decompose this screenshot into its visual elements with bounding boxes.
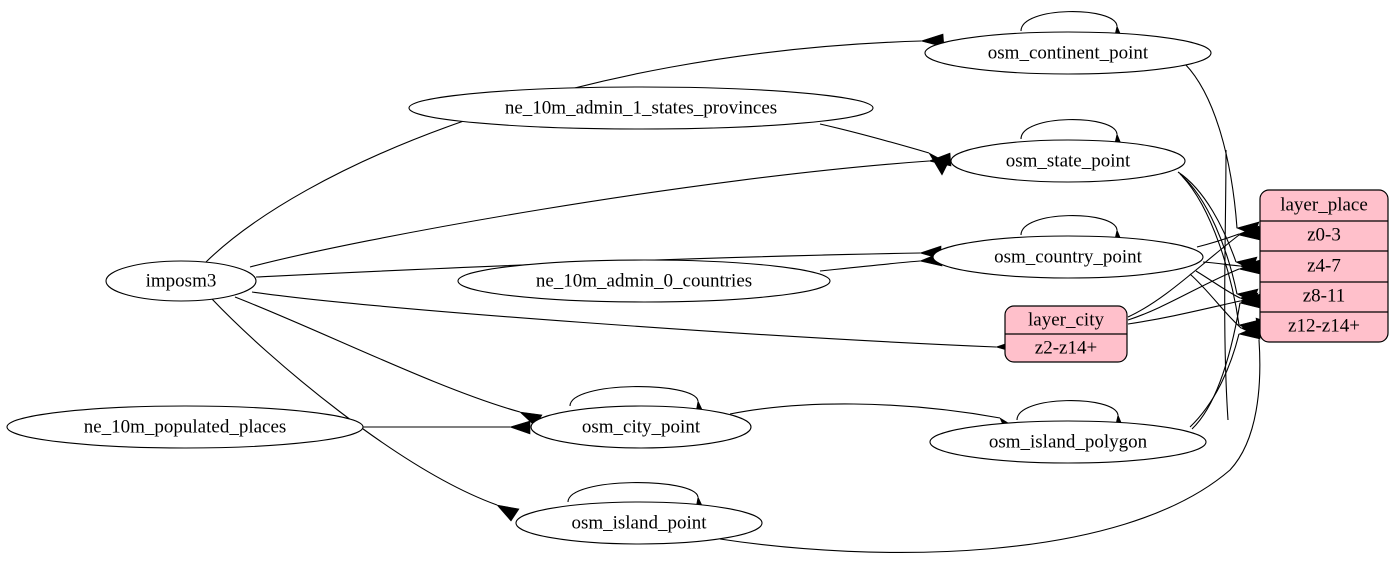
edge-osm_island_polygon-to-layer_place-z8-11 (1191, 302, 1241, 430)
edge-osm_city_point-to-osm_island_polygon (729, 403, 1001, 419)
edge-osm_island_polygon-to-layer_place-z12-z14 (1189, 333, 1240, 428)
self-loop-osm_continent_point (1020, 11, 1118, 32)
node-osm_country_point[interactable]: osm_country_point (932, 235, 1204, 279)
edge-osm_island_point-to-layer_place-z12-z14 (719, 339, 1261, 553)
node-label: imposm3 (146, 270, 217, 291)
record-row-label-z2-z14[interactable]: z2-z14+ (1035, 337, 1097, 358)
node-osm_island_point[interactable]: osm_island_point (515, 501, 763, 545)
edge-osm_country_point-to-layer_place-z0-3 (1196, 233, 1240, 248)
node-shape[interactable] (408, 86, 874, 130)
node-label: ne_10m_populated_places (84, 416, 287, 437)
edge-imposm3-to-osm_state_point (249, 160, 930, 268)
edge-imposm3-to-osm_continent_point (205, 40, 922, 263)
record-node-layer: layer_city z2-z14+ layer_place z0-3 z4-7… (1004, 189, 1389, 363)
node-ne_10m_admin_0_countries[interactable]: ne_10m_admin_0_countries (457, 259, 831, 303)
edge-layer_city-to-layer_place-z0-3 (1127, 234, 1240, 318)
edge-osm_country_point-to-layer_place-z8-11 (1195, 270, 1241, 299)
node-shape[interactable] (6, 405, 364, 449)
node-label: ne_10m_admin_0_countries (536, 270, 752, 291)
edge-vertical-connector (1224, 149, 1229, 421)
node-layer: imposm3 ne_10m_populated_places ne_10m_a… (6, 31, 1212, 545)
node-label: osm_continent_point (988, 42, 1149, 63)
node-shape[interactable] (950, 139, 1186, 183)
node-shape[interactable] (530, 405, 752, 449)
edge-layer_city-to-layer_place-z8-11 (1127, 300, 1241, 325)
edge-osm_state_point-to-layer_place-z12-z14 (1181, 175, 1240, 326)
edge-layer_city-to-layer_place-z4-7 (1127, 268, 1240, 321)
node-imposm3[interactable]: imposm3 (105, 260, 257, 302)
node-osm_island_polygon[interactable]: osm_island_polygon (929, 420, 1207, 464)
node-shape[interactable] (932, 235, 1204, 279)
edge-imposm3-to-osm_city_point (234, 296, 521, 413)
edge-imposm3-to-layer_city (251, 291, 997, 348)
node-shape[interactable] (105, 260, 257, 302)
node-shape[interactable] (924, 31, 1212, 75)
edge-ne_10m_admin_1_states_provinces-to-osm_state_point (819, 123, 930, 154)
node-label: osm_island_point (571, 512, 707, 533)
self-loop-osm_island_polygon (1016, 400, 1119, 421)
node-label: ne_10m_admin_1_states_provinces (505, 97, 777, 118)
edge-imposm3-to-osm_island_point (211, 298, 498, 506)
edge-osm_country_point-to-layer_place-z4-7 (1202, 261, 1241, 267)
node-label: osm_city_point (582, 416, 701, 437)
record-row-label-z4-7[interactable]: z4-7 (1307, 255, 1341, 276)
node-shape[interactable] (457, 259, 831, 303)
edge-osm_state_point-to-layer_place-z4-7 (1177, 171, 1237, 263)
node-osm_state_point[interactable]: osm_state_point (950, 139, 1186, 183)
self-loop-osm_island_point (567, 482, 699, 503)
self-loop-osm_city_point (569, 386, 699, 407)
node-shape[interactable] (929, 420, 1207, 464)
node-osm_continent_point[interactable]: osm_continent_point (924, 31, 1212, 75)
record-header-label: layer_place (1280, 194, 1368, 215)
self-loop-osm_country_point (1020, 215, 1118, 236)
node-osm_city_point[interactable]: osm_city_point (530, 405, 752, 449)
record-header-label: layer_city (1028, 309, 1104, 330)
node-ne_10m_populated_places[interactable]: ne_10m_populated_places (6, 405, 364, 449)
record-row-label-z0-3[interactable]: z0-3 (1307, 224, 1341, 245)
self-loop-osm_state_point (1020, 119, 1118, 140)
arrowhead-icon (509, 420, 531, 435)
record-background[interactable] (1259, 189, 1389, 343)
arrowhead-icon (496, 504, 520, 522)
node-label: osm_island_polygon (989, 431, 1148, 452)
node-label: osm_country_point (994, 246, 1142, 267)
node-shape[interactable] (515, 501, 763, 545)
edge-osm_country_point-to-layer_place-z12-z14 (1189, 273, 1242, 329)
edge-osm_state_point-to-layer_place-z8-11 (1179, 173, 1238, 295)
record-row-label-z8-11[interactable]: z8-11 (1303, 285, 1346, 306)
node-ne_10m_admin_1_states_provinces[interactable]: ne_10m_admin_1_states_provinces (408, 86, 874, 130)
record-node-layer_city[interactable]: layer_city z2-z14+ (1004, 305, 1128, 363)
arrowhead-icon (928, 152, 949, 176)
edge-ne_10m_admin_0_countries-to-osm_country_point (819, 260, 921, 272)
node-label: osm_state_point (1006, 150, 1131, 171)
edge-osm_continent_point-to-layer_place-z0-3 (1184, 63, 1238, 229)
record-row-label-z12-z14[interactable]: z12-z14+ (1288, 315, 1360, 336)
record-node-layer_place[interactable]: layer_place z0-3 z4-7 z8-11 z12-z14+ (1259, 189, 1389, 343)
